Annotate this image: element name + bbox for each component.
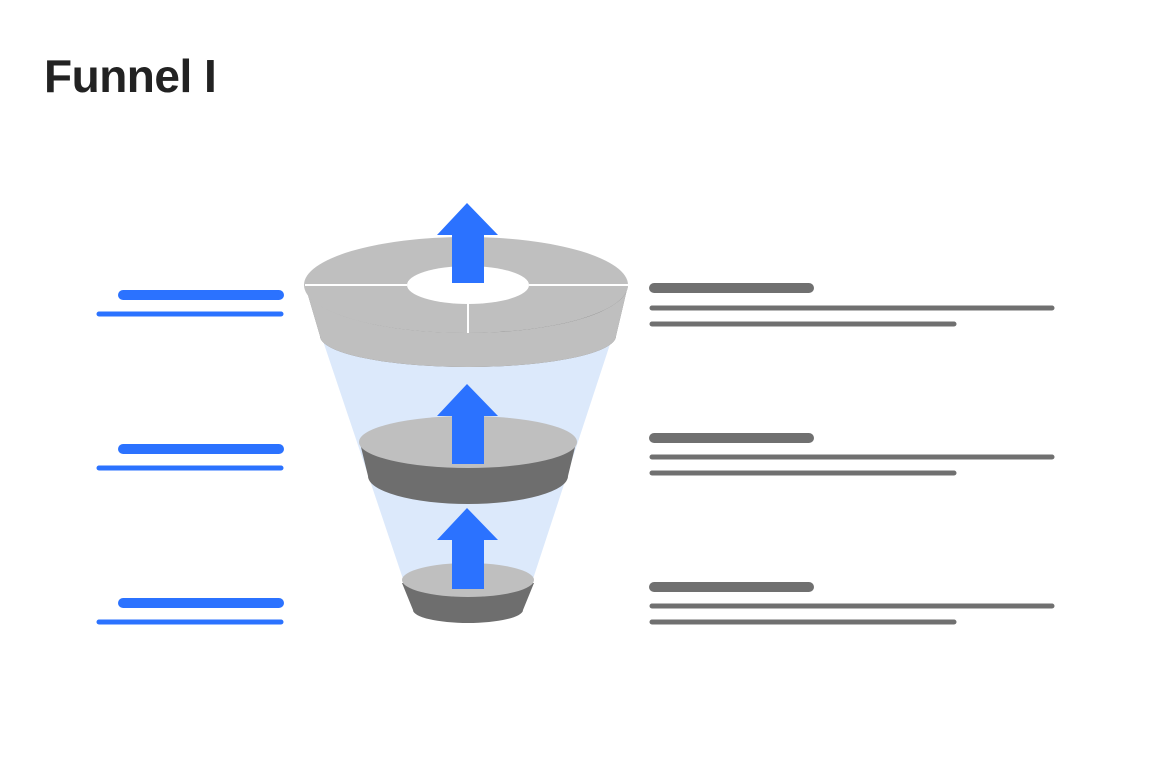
funnel-disc-top <box>304 237 628 367</box>
stage-1-right-text-placeholder <box>649 283 1055 327</box>
stage-2-left-label-placeholder <box>96 444 284 471</box>
stage-3-left-label-placeholder <box>96 598 284 625</box>
stage-1-left-label-placeholder <box>96 290 284 317</box>
arrow-up-icon <box>437 508 498 589</box>
arrow-up-icon <box>437 384 498 464</box>
stage-2-right-text-placeholder <box>649 433 1055 476</box>
arrow-up-icon <box>437 203 498 283</box>
stage-3-right-text-placeholder <box>649 582 1055 625</box>
page-title: Funnel I <box>44 50 217 102</box>
